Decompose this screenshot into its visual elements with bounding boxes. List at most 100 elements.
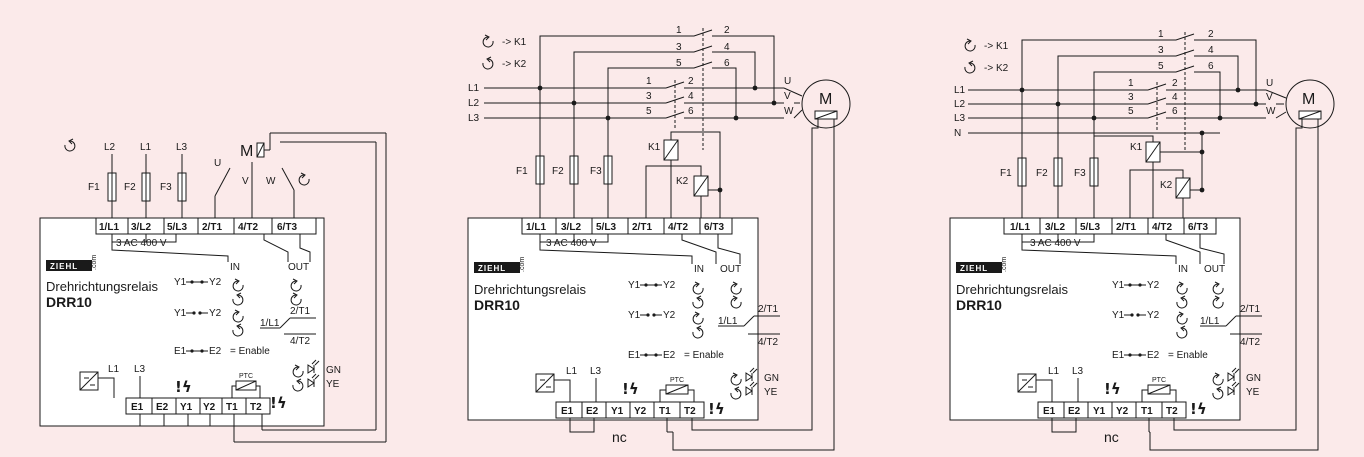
- d3-brand: ZIEHL: [960, 264, 988, 273]
- d2-warning-a: !ϟ: [622, 380, 639, 398]
- d1-out: OUT: [288, 262, 309, 273]
- d1-fuse-f1: F1: [88, 182, 100, 193]
- d3-term-2t1: 2/T1: [1116, 222, 1136, 233]
- d2-l3: L3: [590, 366, 602, 377]
- d2-k1: K1: [648, 142, 661, 153]
- d2-fuse-f2: F2: [552, 166, 564, 177]
- d3-term-y1: Y1: [1093, 406, 1106, 417]
- d3-winding-u: U: [1266, 78, 1273, 89]
- d3-l3: L3: [1072, 366, 1084, 377]
- d1-bottom-terminal-strip: [125, 397, 271, 415]
- d3-cmr-2: 2: [1172, 78, 1178, 89]
- d1-model: DRR10: [46, 294, 92, 310]
- d2-winding-v: V: [784, 91, 791, 102]
- d3-y2-a: Y2: [1147, 280, 1160, 291]
- d2-term-5l3: 5/L3: [596, 222, 616, 233]
- d3-line-l3: L3: [954, 113, 966, 124]
- d3-nc: nc: [1104, 429, 1119, 445]
- d3-e1: E1: [1112, 350, 1125, 361]
- d2-y2-b: Y2: [663, 310, 676, 321]
- d3-line-n: N: [954, 128, 961, 139]
- d3-cm-5: 5: [1128, 106, 1134, 117]
- d3-term-e1: E1: [1043, 406, 1056, 417]
- d3-k1: K1: [1130, 142, 1143, 153]
- d3-k2-label: -> K2: [984, 63, 1009, 74]
- diagram-2: -> K1 -> K2 1 3 5 2 4 6 L1 L2 L3 1 3 5 2…: [467, 25, 851, 451]
- d3-product: Drehrichtungsrelais: [956, 282, 1068, 297]
- d3-term-6t3: 6/T3: [1188, 222, 1208, 233]
- d2-ct-1: 1: [676, 25, 682, 36]
- d1-term-y1: Y1: [180, 402, 193, 413]
- d1-enable: = Enable: [230, 346, 270, 357]
- d3-ctr-2: 2: [1208, 29, 1214, 40]
- d3-motor: [1285, 79, 1335, 129]
- d1-winding-v: V: [242, 176, 249, 187]
- d3-device-box: [949, 217, 1241, 421]
- d3-motor-label: M: [1302, 91, 1315, 108]
- d3-term-e2: E2: [1068, 406, 1081, 417]
- d2-device-box: [467, 217, 759, 421]
- d3-brand-sub: .com: [1001, 257, 1008, 272]
- d2-brand: ZIEHL: [478, 264, 506, 273]
- d2-out-top: 2/T1: [758, 304, 778, 315]
- d3-warning-a: !ϟ: [1104, 380, 1121, 398]
- d2-term-t1: T1: [659, 406, 671, 417]
- d2-cmr-2: 2: [688, 76, 694, 87]
- d3-term-t1: T1: [1141, 406, 1153, 417]
- d2-gn: GN: [764, 373, 779, 384]
- d2-e2: E2: [663, 350, 676, 361]
- d1-in: IN: [230, 262, 240, 273]
- d2-fuse-f3: F3: [590, 166, 602, 177]
- d2-term-1l1: 1/L1: [526, 222, 546, 233]
- d2-motor-label: M: [819, 91, 832, 108]
- d3-term-5l3: 5/L3: [1080, 222, 1100, 233]
- d1-supply: 3 AC 400 V: [116, 238, 167, 249]
- d2-term-4t2: 4/T2: [668, 222, 688, 233]
- d1-product: Drehrichtungsrelais: [46, 279, 158, 294]
- d2-y1-a: Y1: [628, 280, 641, 291]
- d1-l1: L1: [108, 364, 120, 375]
- d2-k2-label: -> K2: [502, 59, 527, 70]
- d3-fuse-f2: F2: [1036, 168, 1048, 179]
- d1-winding-u: U: [214, 158, 221, 169]
- d2-ye: YE: [764, 387, 778, 398]
- d1-fuse-f3: F3: [160, 182, 172, 193]
- d2-in: IN: [694, 264, 704, 275]
- d2-line-l1: L1: [468, 83, 480, 94]
- d3-term-3l2: 3/L2: [1045, 222, 1065, 233]
- d2-term-e2: E2: [586, 406, 599, 417]
- d2-model: DRR10: [474, 297, 520, 313]
- d3-out-common: 1/L1: [1200, 316, 1220, 327]
- d2-cmr-6: 6: [688, 106, 694, 117]
- d2-term-t2: T2: [684, 406, 696, 417]
- d2-ct-5: 5: [676, 58, 682, 69]
- d1-warning-b: !ϟ: [270, 394, 287, 412]
- d2-e1: E1: [628, 350, 641, 361]
- d3-out-top: 2/T1: [1240, 304, 1260, 315]
- d1-device-box: [39, 217, 325, 427]
- d3-ct-1: 1: [1158, 29, 1164, 40]
- d3-term-t2: T2: [1166, 406, 1178, 417]
- d2-brand-sub: .com: [519, 257, 526, 272]
- d1-y1-b: Y1: [174, 308, 187, 319]
- d1-term-y2: Y2: [203, 402, 216, 413]
- d1-y1-a: Y1: [174, 277, 187, 288]
- d1-term-1l1: 1/L1: [99, 222, 119, 233]
- d2-ptc: PTC: [670, 377, 684, 384]
- d1-top-terminal-strip: [95, 217, 317, 235]
- d3-cmr-4: 4: [1172, 92, 1178, 103]
- d2-fuse-f1: F1: [516, 166, 528, 177]
- d2-ctr-2: 2: [724, 25, 730, 36]
- d3-out: OUT: [1204, 264, 1225, 275]
- d3-line-l2: L2: [954, 99, 966, 110]
- d2-cm-1: 1: [646, 76, 652, 87]
- d3-supply: 3 AC 400 V: [1030, 238, 1081, 249]
- d2-out-common: 1/L1: [718, 316, 738, 327]
- d1-phase-l1: L1: [140, 142, 152, 153]
- d1-out-top: 2/T1: [290, 306, 310, 317]
- d1-term-5l3: 5/L3: [167, 222, 187, 233]
- d1-e1: E1: [174, 346, 187, 357]
- d3-k2: K2: [1160, 180, 1173, 191]
